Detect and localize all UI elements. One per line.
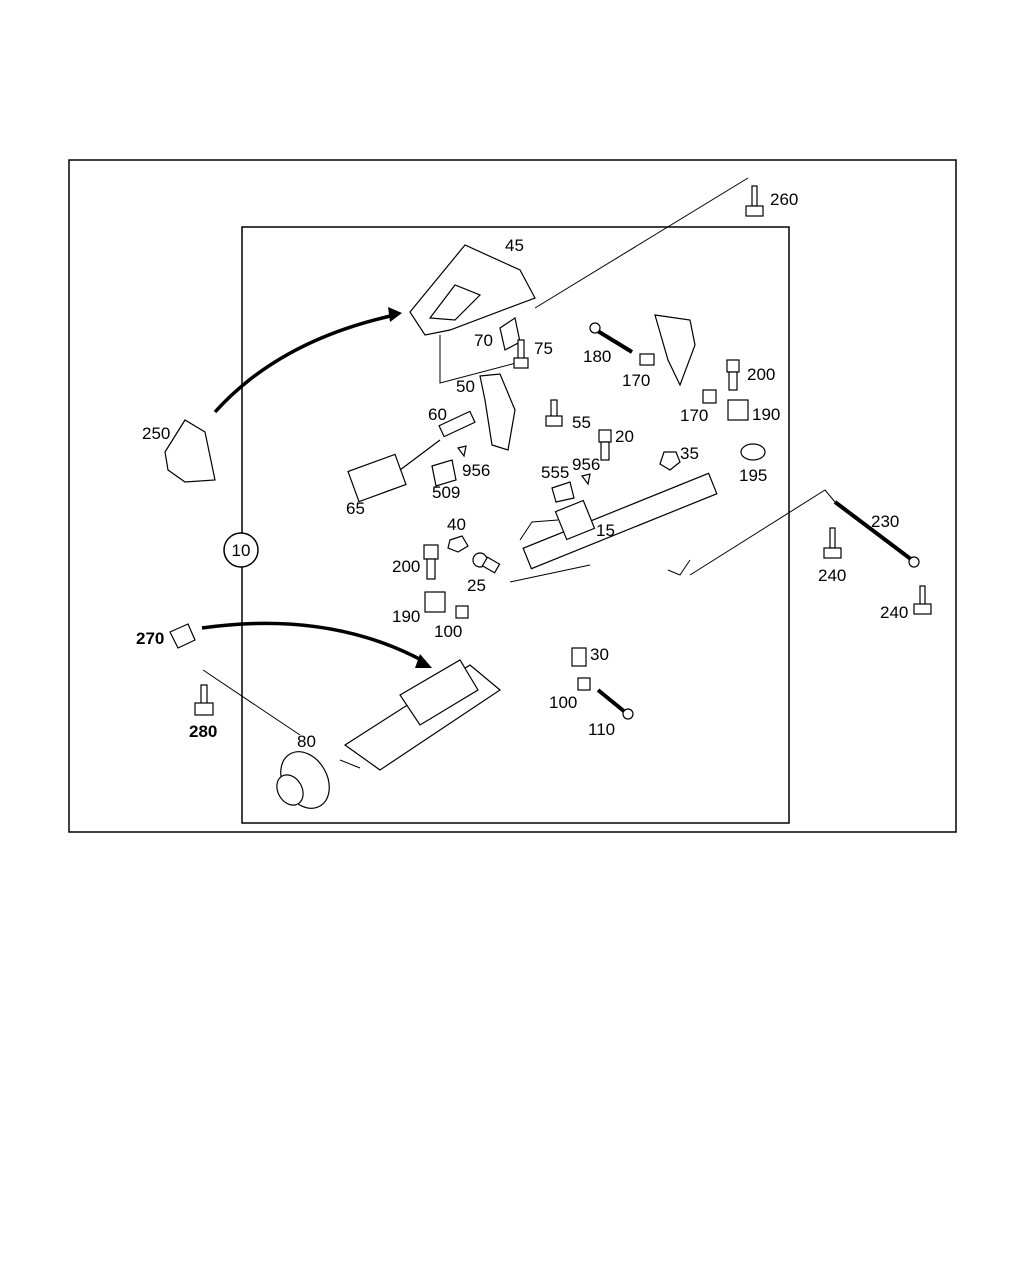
callout-100b: 100 (549, 693, 577, 712)
clip-956a (456, 445, 467, 458)
callout-190b: 190 (392, 607, 420, 626)
group-label: 10 (232, 541, 251, 560)
bracket-250 (164, 419, 216, 483)
callout-280: 280 (189, 722, 217, 741)
bolt-280 (194, 684, 214, 716)
callout-170b: 170 (680, 406, 708, 425)
bolt-240a (823, 527, 842, 559)
inner-frame (241, 226, 790, 824)
callout-50: 50 (456, 377, 475, 396)
part-555 (551, 481, 575, 503)
callout-labels: 260 45 70 75 180 170 200 50 60 55 20 170… (136, 190, 908, 751)
nut-35 (659, 451, 681, 471)
leader-lines (202, 177, 836, 769)
clip-270 (169, 623, 196, 649)
flow-arrows (201, 307, 432, 668)
callout-260: 260 (770, 190, 798, 209)
callout-40: 40 (447, 515, 466, 534)
parts (164, 185, 932, 809)
group-circle (223, 532, 259, 568)
callout-75: 75 (534, 339, 553, 358)
bolt-200a (726, 359, 740, 391)
fitting-25 (472, 552, 501, 574)
bolt-260 (745, 185, 764, 217)
callout-25: 25 (467, 576, 486, 595)
callout-70: 70 (474, 331, 493, 350)
bracket-45 (409, 244, 536, 336)
strap-230 (833, 500, 920, 568)
column-80 (276, 659, 502, 809)
bolt-200b (423, 544, 439, 580)
bolt-75 (513, 339, 529, 369)
bolt-180 (589, 322, 634, 354)
callout-956b: 956 (572, 455, 600, 474)
nut-170b (702, 389, 717, 404)
part-60 (438, 410, 476, 438)
part-509 (431, 459, 457, 487)
fitting-100b (577, 677, 591, 691)
callout-180: 180 (583, 347, 611, 366)
clip-956b (580, 473, 591, 486)
callout-240b: 240 (880, 603, 908, 622)
bolt-20 (598, 429, 612, 461)
fitting-100a (455, 605, 469, 619)
callout-190a: 190 (752, 405, 780, 424)
callout-230: 230 (871, 512, 899, 531)
callout-20: 20 (615, 427, 634, 446)
callout-240a: 240 (818, 566, 846, 585)
clip-190b (424, 591, 446, 613)
callout-195: 195 (739, 466, 767, 485)
callout-170a: 170 (622, 371, 650, 390)
callout-110: 110 (588, 720, 615, 739)
callout-65: 65 (346, 499, 365, 518)
callout-200a: 200 (747, 365, 775, 384)
callout-200b: 200 (392, 557, 420, 576)
nut-40 (447, 535, 469, 553)
outer-frame (68, 159, 957, 833)
callout-956a: 956 (462, 461, 490, 480)
rack-15 (522, 472, 718, 570)
fitting-30 (571, 647, 587, 667)
bolt-240b (913, 585, 932, 615)
callout-30: 30 (590, 645, 609, 664)
bolt-110 (596, 688, 634, 720)
bolt-55 (545, 399, 563, 427)
callout-100a: 100 (434, 622, 462, 641)
callout-45: 45 (505, 236, 524, 255)
nut-170a (639, 353, 655, 366)
washer-195 (740, 443, 766, 461)
callout-555: 555 (541, 463, 569, 482)
callout-80: 80 (297, 732, 316, 751)
callout-15: 15 (596, 521, 615, 540)
bracket-right (654, 314, 696, 387)
callout-250: 250 (142, 424, 170, 443)
bracket-50 (479, 373, 516, 451)
callout-55: 55 (572, 413, 591, 432)
callout-60: 60 (428, 405, 447, 424)
callout-35: 35 (680, 444, 699, 463)
motor-65 (347, 439, 441, 503)
callout-270: 270 (136, 629, 164, 648)
part-70 (499, 317, 521, 351)
callout-509: 509 (432, 483, 460, 502)
clip-190a (727, 399, 749, 421)
